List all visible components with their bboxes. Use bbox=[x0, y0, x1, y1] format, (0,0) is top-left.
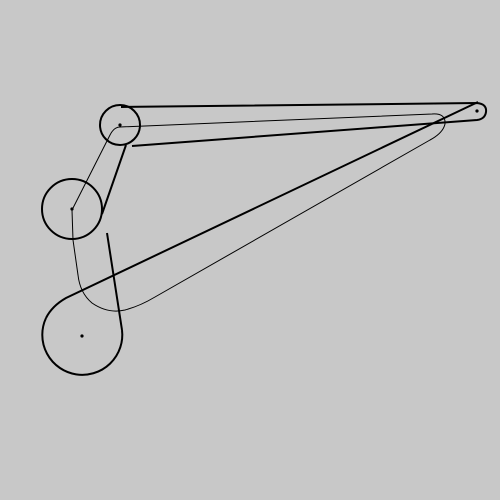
lower-vertical-link bbox=[106, 232, 123, 331]
pivot-dot-mid-left bbox=[70, 207, 74, 211]
pivot-circle-large-bottom bbox=[41, 317, 124, 376]
upper-vertical-link bbox=[101, 144, 127, 215]
top-link-bar bbox=[120, 101, 488, 147]
pivot-dot-right-end bbox=[475, 109, 479, 113]
inner-thin-link-outline bbox=[71, 113, 446, 312]
pivot-dot-large-bottom bbox=[80, 334, 84, 338]
pivot-circle-small-top bbox=[99, 104, 141, 146]
diagonal-link-bar bbox=[45, 101, 479, 319]
pivot-dot-small-top bbox=[118, 123, 122, 127]
pivot-circle-mid-left bbox=[41, 178, 103, 240]
